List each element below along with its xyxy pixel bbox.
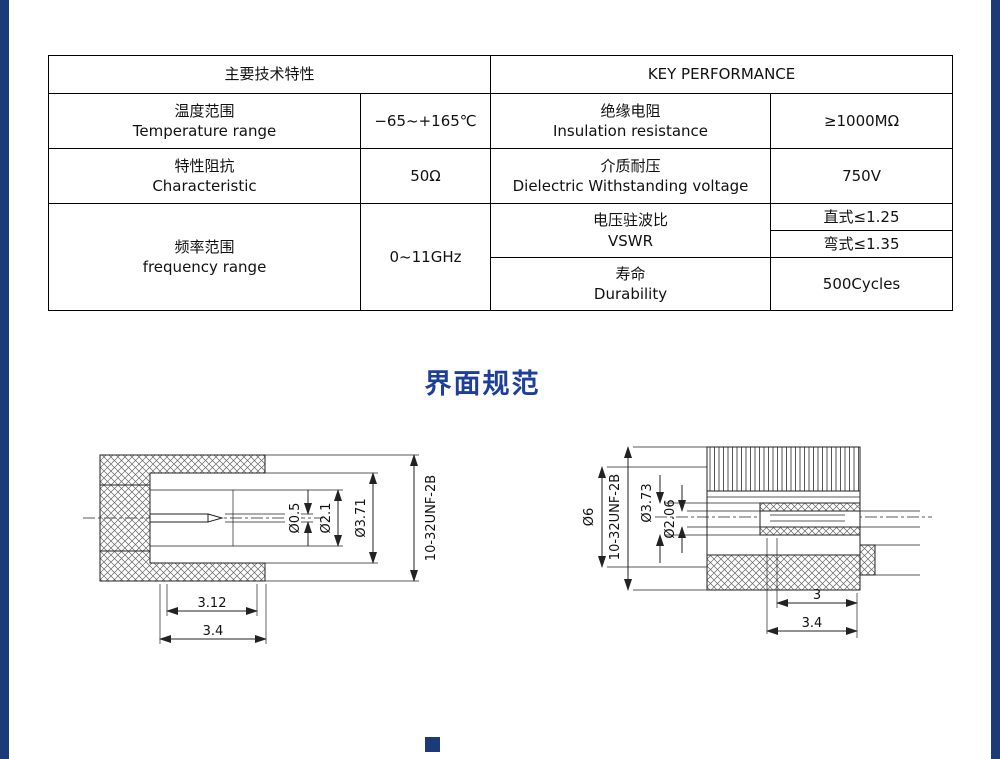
coupling-step-section — [859, 544, 876, 576]
table-row-temperature: 温度范围 Temperature range −65~+165℃ 绝缘电阻 In… — [48, 93, 954, 149]
vswr-label-en: VSWR — [607, 231, 654, 250]
cell-temperature-value: −65~+165℃ — [359, 93, 492, 149]
durability-label-en: Durability — [593, 285, 668, 303]
impedance-label-en: Characteristic — [152, 177, 257, 195]
cell-impedance-value: 50Ω — [359, 148, 492, 204]
left-connector-drawing: Ø0.5 Ø2.1 Ø3.71 10-32UNF-2B 3.12 3.4 — [83, 454, 439, 644]
right-border-bar — [991, 0, 1000, 759]
center-pin — [149, 513, 209, 523]
right-drawing-labels: Ø6 10-32UNF-2B Ø3.73 Ø2.06 3 3.4 — [582, 474, 822, 631]
dim-label-insulator-diameter: Ø2.1 — [319, 503, 334, 534]
cell-dielectric-value: 750V — [770, 148, 954, 204]
cell-durability-value: 500Cycles — [770, 257, 954, 311]
table-header-left: 主要技术特性 — [47, 55, 492, 94]
center-pin-tip — [207, 513, 224, 523]
section-title: 界面规范 — [424, 369, 541, 400]
dielectric-section — [99, 484, 151, 552]
dim-label-contact-diameter: Ø2.06 — [663, 499, 678, 538]
insulation-label-cn: 绝缘电阻 — [600, 101, 661, 120]
table-row-vswr-straight: 频率范围 frequency range 0~11GHz 电压驻波比 VSWR … — [48, 203, 954, 311]
cell-frequency-label: 频率范围 frequency range — [48, 203, 361, 311]
dim-label-outer-length: 3.4 — [203, 624, 224, 639]
cell-durability-label: 寿命 Durability — [490, 257, 772, 311]
cell-insulation-value: ≥1000MΩ — [770, 93, 954, 149]
dim-label-thread: 10-32UNF-2B — [424, 475, 439, 561]
table-header-right: KEY PERFORMANCE — [490, 55, 954, 94]
left-border-bar — [0, 0, 9, 759]
left-drawing-geometry — [83, 454, 419, 644]
durability-label-cn: 寿命 — [615, 264, 646, 283]
table-row-vswr-bend: 弯式≤1.35 — [49, 230, 954, 258]
cell-vswr-label: 电压驻波比 VSWR — [490, 203, 772, 258]
spec-table: 主要技术特性 KEY PERFORMANCE 温度范围 Temperature … — [47, 55, 954, 311]
dim-label-body-diameter: Ø6 — [582, 508, 597, 527]
dim-label-bore-diameter: Ø3.73 — [640, 483, 655, 522]
frequency-label-en: frequency range — [142, 258, 267, 276]
right-connector-drawing: Ø6 10-32UNF-2B Ø3.73 Ø2.06 3 3.4 — [582, 446, 932, 638]
knurl-band — [706, 446, 861, 492]
cell-vswr-straight-value: 直式≤1.25 — [770, 203, 954, 231]
dim-label-pin-diameter: Ø0.5 — [288, 503, 303, 534]
dim-label-inner-length: 3.12 — [198, 596, 227, 611]
impedance-label-cn: 特性阻抗 — [174, 156, 235, 175]
label-knockout — [285, 495, 301, 541]
right-drawing-geometry — [598, 446, 932, 638]
insulation-label-en: Insulation resistance — [552, 122, 709, 140]
cell-vswr-bend-value: 弯式≤1.35 — [770, 230, 954, 258]
dim-label-thread: 10-32UNF-2B — [608, 474, 623, 560]
table-header-row: 主要技术特性 KEY PERFORMANCE — [47, 55, 954, 94]
temperature-label-cn: 温度范围 — [174, 101, 235, 120]
cell-temperature-label: 温度范围 Temperature range — [48, 93, 361, 149]
table-row-durability: 寿命 Durability 500Cycles — [49, 257, 954, 311]
dielectric-label-cn: 介质耐压 — [600, 156, 661, 175]
cell-insulation-label: 绝缘电阻 Insulation resistance — [490, 93, 772, 149]
temperature-label-en: Temperature range — [132, 122, 277, 140]
shell-top-section — [99, 454, 266, 486]
cell-impedance-label: 特性阻抗 Characteristic — [48, 148, 361, 204]
table-row-impedance: 特性阻抗 Characteristic 50Ω 介质耐压 Dielectric … — [48, 148, 954, 204]
shell-bottom-section — [99, 550, 266, 582]
cell-frequency-value: 0~11GHz — [359, 203, 492, 311]
dielectric-label-en: Dielectric Withstanding voltage — [512, 177, 749, 195]
frequency-label-cn: 频率范围 — [174, 237, 235, 256]
footer-marker — [425, 737, 440, 752]
cell-dielectric-label: 介质耐压 Dielectric Withstanding voltage — [490, 148, 772, 204]
body-bottom-section — [706, 554, 861, 591]
dim-label-bore-diameter: Ø3.71 — [354, 498, 369, 537]
dim-label-inner-length: 3 — [813, 588, 821, 603]
vswr-label-cn: 电压驻波比 — [593, 211, 669, 230]
dim-label-outer-length: 3.4 — [802, 616, 823, 631]
left-drawing-labels: Ø0.5 Ø2.1 Ø3.71 10-32UNF-2B 3.12 3.4 — [198, 475, 439, 639]
